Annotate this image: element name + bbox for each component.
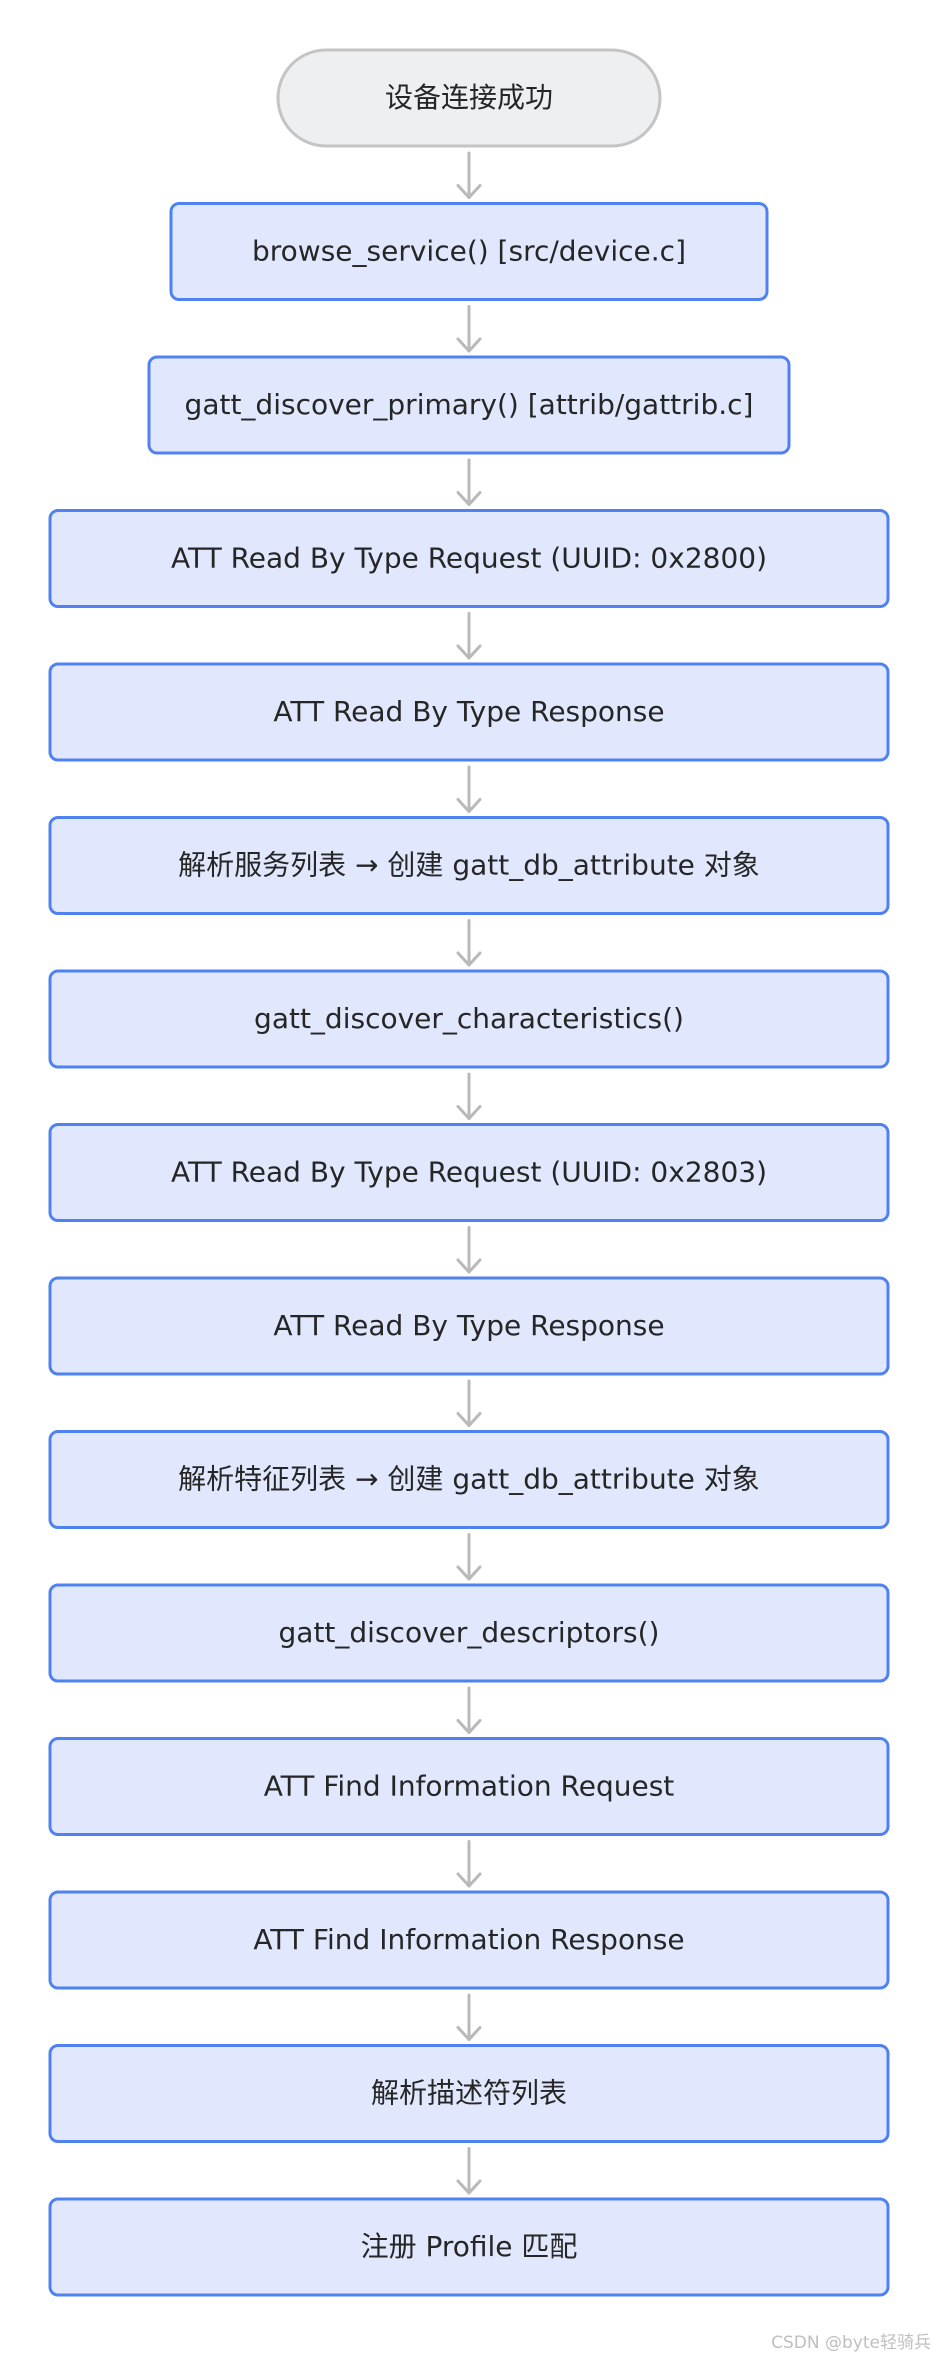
- node-label: gatt_discover_descriptors(): [279, 1616, 660, 1649]
- flow-node: ATT Read By Type Request (UUID: 0x2803): [48, 1123, 890, 1222]
- flow-arrow: [456, 1993, 482, 2041]
- flow-node-start: 设备连接成功: [276, 48, 662, 148]
- node-label: 解析特征列表 → 创建 gatt_db_attribute 对象: [178, 1463, 760, 1496]
- node-shape: [48, 969, 890, 1069]
- node-shape: [48, 816, 890, 915]
- flow-node: 注册 Profile 匹配: [48, 2197, 890, 2297]
- node-label: browse_service() [src/device.c]: [252, 235, 686, 268]
- node-label: gatt_discover_characteristics(): [254, 1002, 684, 1035]
- node-label: ATT Read By Type Response: [273, 1309, 664, 1342]
- flow-node: ATT Find Information Request: [48, 1737, 890, 1836]
- flow-arrow: [456, 305, 482, 353]
- node-shape: [276, 48, 662, 148]
- node-label: ATT Find Information Response: [253, 1923, 684, 1956]
- node-shape: [48, 1430, 890, 1529]
- node-label: 解析服务列表 → 创建 gatt_db_attribute 对象: [178, 849, 760, 882]
- flow-arrow: [456, 2147, 482, 2195]
- flow-node: 解析特征列表 → 创建 gatt_db_attribute 对象: [48, 1430, 890, 1529]
- flow-arrow: [456, 919, 482, 967]
- node-shape: [48, 1123, 890, 1222]
- flow-node: ATT Read By Type Response: [48, 662, 890, 762]
- node-label: ATT Read By Type Request (UUID: 0x2800): [171, 542, 767, 575]
- flow-arrow: [456, 458, 482, 506]
- flow-arrow: [456, 151, 482, 199]
- node-label: 注册 Profile 匹配: [361, 2230, 578, 2263]
- flow-node: 解析服务列表 → 创建 gatt_db_attribute 对象: [48, 816, 890, 915]
- flow-node: ATT Read By Type Request (UUID: 0x2800): [48, 509, 890, 608]
- flow-node: gatt_discover_descriptors(): [48, 1583, 890, 1683]
- flow-arrow: [456, 1533, 482, 1581]
- flow-node: gatt_discover_characteristics(): [48, 969, 890, 1069]
- node-shape: [48, 662, 890, 762]
- node-shape: [48, 2044, 890, 2143]
- node-shape: [48, 1737, 890, 1836]
- node-shape: [169, 202, 769, 301]
- node-label: 解析描述符列表: [371, 2077, 567, 2110]
- node-shape: [48, 2197, 890, 2297]
- flow-arrow: [456, 765, 482, 813]
- node-shape: [48, 509, 890, 608]
- flow-node: ATT Read By Type Response: [48, 1276, 890, 1376]
- node-label: ATT Read By Type Response: [273, 695, 664, 728]
- flow-node: 解析描述符列表: [48, 2044, 890, 2143]
- node-shape: [147, 355, 791, 455]
- node-label: ATT Read By Type Request (UUID: 0x2803): [171, 1156, 767, 1189]
- flow-node: ATT Find Information Response: [48, 1890, 890, 1990]
- node-label: gatt_discover_primary() [attrib/gattrib.…: [185, 388, 754, 421]
- node-label: 设备连接成功: [385, 81, 553, 114]
- flow-arrow: [456, 1379, 482, 1427]
- flow-arrow: [456, 1840, 482, 1888]
- flow-node: browse_service() [src/device.c]: [169, 202, 769, 301]
- node-label: ATT Find Information Request: [264, 1770, 675, 1803]
- node-shape: [48, 1276, 890, 1376]
- node-shape: [48, 1583, 890, 1683]
- flow-arrow: [456, 1686, 482, 1734]
- flow-arrow: [456, 1072, 482, 1120]
- flow-arrow: [456, 612, 482, 660]
- watermark: CSDN @byte轻骑兵: [771, 2333, 931, 2353]
- node-shape: [48, 1890, 890, 1990]
- flow-node: gatt_discover_primary() [attrib/gattrib.…: [147, 355, 791, 455]
- flow-arrow: [456, 1226, 482, 1274]
